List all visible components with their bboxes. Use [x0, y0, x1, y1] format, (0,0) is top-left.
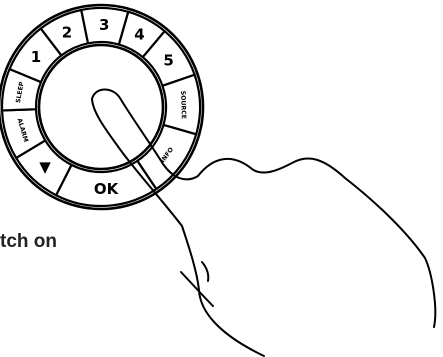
dial-label-num-2: 2 — [62, 23, 72, 41]
center-touch-pad[interactable] — [37, 43, 165, 171]
dial-button-sleep[interactable]: SLEEP — [0, 68, 43, 112]
hand-outline — [91, 88, 437, 328]
hand-lower-outline — [91, 98, 265, 357]
dial-button-alarm[interactable]: ALARM — [0, 108, 47, 160]
down-arrow-icon: ▼ — [39, 158, 51, 176]
dial-label-ok: OK — [94, 180, 120, 198]
dial-button-sleep-shape — [0, 68, 43, 112]
dial-label-sleep: SLEEP — [15, 81, 26, 104]
finger-crease-short — [201, 261, 210, 282]
dial-label-num-1: 1 — [31, 48, 41, 66]
dial-label-num-3: 3 — [99, 16, 109, 34]
dial-label-num-5: 5 — [163, 52, 173, 70]
instruction-caption: tch on — [0, 231, 57, 252]
dial-label-num-4: 4 — [134, 26, 144, 44]
finger-crease — [180, 271, 214, 307]
dial-label-source: SOURCE — [179, 91, 187, 119]
